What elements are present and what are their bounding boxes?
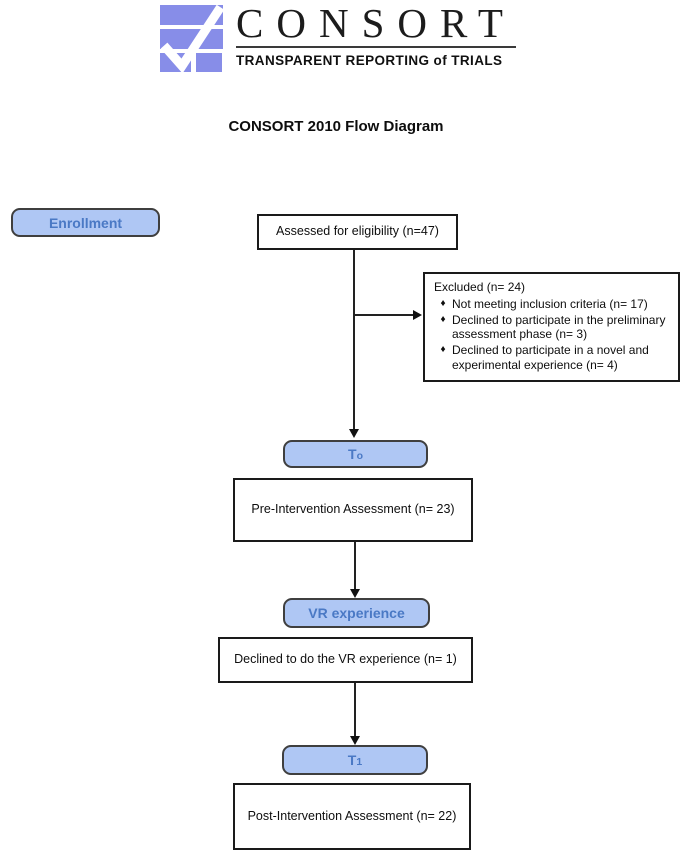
logo-wordmark: CONSORT — [236, 0, 516, 48]
arrowhead-down-vr — [350, 589, 360, 598]
page-title: CONSORT 2010 Flow Diagram — [228, 118, 444, 135]
excluded-box: Excluded (n= 24) ♦ Not meeting inclusion… — [423, 272, 680, 382]
assessed-eligibility-text: Assessed for eligibility (n=47) — [276, 224, 439, 239]
post-intervention-box: Post-Intervention Assessment (n= 22) — [233, 783, 471, 850]
arrowhead-right-excluded — [413, 310, 422, 320]
connector-declined-to-t1 — [354, 683, 356, 737]
logo-text-block: CONSORT TRANSPARENT REPORTING of TRIALS — [236, 2, 516, 68]
arrowhead-down-t0 — [349, 429, 359, 438]
logo-tagline: TRANSPARENT REPORTING of TRIALS — [236, 53, 503, 68]
logo-bar-bottom-right — [196, 53, 222, 72]
arrowhead-down-t1 — [350, 736, 360, 745]
pre-intervention-box: Pre-Intervention Assessment (n= 23) — [233, 478, 473, 542]
diamond-bullet-icon: ♦ — [440, 297, 446, 309]
excluded-item: ♦ Declined to participate in a novel and… — [434, 343, 672, 373]
excluded-item-text: Declined to participate in a novel and e… — [452, 343, 649, 372]
diamond-bullet-icon: ♦ — [440, 344, 446, 355]
declined-vr-box: Declined to do the VR experience (n= 1) — [218, 637, 473, 683]
t1-label: T1 — [347, 752, 363, 768]
consort-checkmark-logo-icon — [160, 5, 223, 73]
excluded-item-text: Declined to participate in the prelimina… — [452, 312, 666, 342]
diamond-bullet-icon: ♦ — [440, 313, 446, 325]
t0-label: To — [348, 446, 363, 462]
vr-experience-label: VR experience — [308, 605, 405, 621]
t0-stage-box: To — [283, 440, 428, 468]
post-intervention-text: Post-Intervention Assessment (n= 22) — [247, 808, 457, 823]
connector-assessed-to-t0 — [353, 250, 355, 430]
excluded-item: ♦ Not meeting inclusion criteria (n= 17) — [434, 297, 672, 312]
excluded-list: ♦ Not meeting inclusion criteria (n= 17)… — [434, 297, 672, 373]
checkmark-icon — [160, 5, 223, 73]
connector-pre-to-vr — [354, 542, 356, 590]
declined-vr-text: Declined to do the VR experience (n= 1) — [234, 652, 457, 667]
vr-experience-stage-box: VR experience — [283, 598, 430, 628]
excluded-item: ♦ Declined to participate in the prelimi… — [434, 313, 672, 343]
pre-intervention-text: Pre-Intervention Assessment (n= 23) — [251, 502, 455, 517]
t1-stage-box: T1 — [282, 745, 428, 775]
enrollment-stage-label: Enrollment — [48, 214, 123, 231]
connector-branch-to-excluded — [353, 314, 414, 316]
enrollment-stage-box: Enrollment — [11, 208, 160, 237]
excluded-item-text: Not meeting inclusion criteria (n= 17) — [452, 296, 648, 311]
assessed-eligibility-box: Assessed for eligibility (n=47) — [257, 214, 458, 250]
excluded-title: Excluded (n= 24) — [434, 280, 526, 294]
